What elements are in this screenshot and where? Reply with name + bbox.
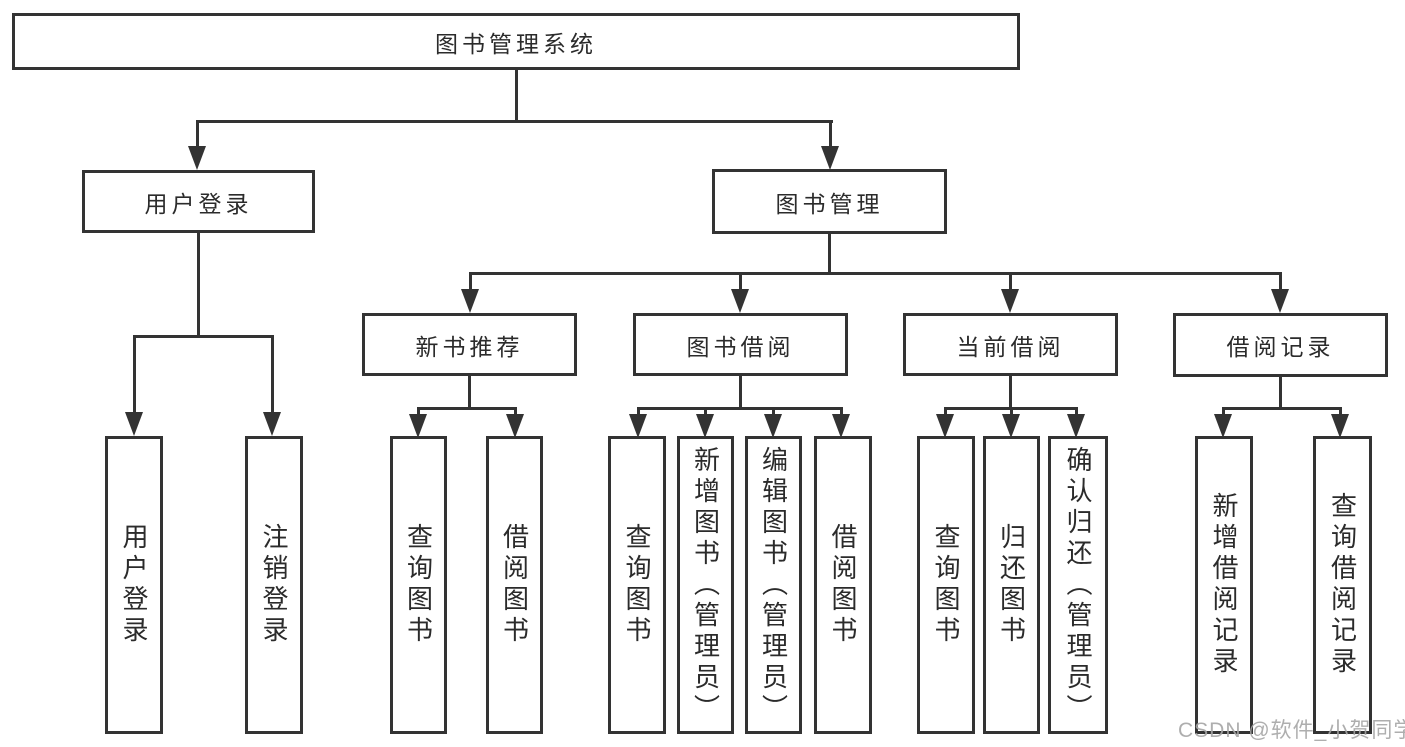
node-current-borrowing: 当前借阅 bbox=[903, 313, 1118, 376]
connector-records-stem bbox=[1279, 377, 1282, 410]
connector-root-branch bbox=[196, 120, 833, 123]
connector-l3-stem bbox=[739, 272, 742, 292]
leaf-add-books-admin: 新增图书（管理员） bbox=[677, 436, 734, 734]
arrowhead-icon bbox=[506, 414, 524, 438]
leaf-label: 查询图书 bbox=[622, 523, 652, 647]
leaf-search-borrow-record: 查询借阅记录 bbox=[1313, 436, 1372, 734]
leaf-add-borrow-record: 新增借阅记录 bbox=[1195, 436, 1253, 734]
arrowhead-icon bbox=[263, 412, 281, 436]
connector-mgmt-branch bbox=[469, 272, 1282, 275]
connector-borrow-stem bbox=[739, 376, 742, 410]
connector-leaf-stem bbox=[1339, 407, 1342, 416]
connector-login-stem bbox=[197, 233, 200, 338]
arrowhead-icon bbox=[188, 146, 206, 170]
leaf-label: 注销登录 bbox=[259, 523, 289, 647]
connector-borrow-branch bbox=[637, 407, 842, 410]
arrowhead-icon bbox=[629, 414, 647, 438]
leaf-search-books-recommend: 查询图书 bbox=[390, 436, 447, 734]
leaf-label: 借阅图书 bbox=[828, 523, 858, 647]
connector-root-stem bbox=[515, 70, 518, 120]
connector-leaf-stem bbox=[417, 407, 420, 416]
arrowhead-icon bbox=[125, 412, 143, 436]
connector-login-branch bbox=[133, 335, 274, 338]
leaf-label: 用户登录 bbox=[119, 523, 149, 647]
leaf-label: 归还图书 bbox=[996, 523, 1027, 647]
leaf-edit-books-admin: 编辑图书（管理员） bbox=[745, 436, 802, 734]
connector-recommend-branch bbox=[417, 407, 517, 410]
node-borrowing-records: 借阅记录 bbox=[1173, 313, 1388, 377]
connector-leaf-stem bbox=[1075, 407, 1078, 416]
connector-mgmt-stem bbox=[828, 234, 831, 274]
connector-leaf-stem bbox=[133, 335, 136, 414]
node-label: 图书管理 bbox=[775, 190, 884, 217]
leaf-return-books: 归还图书 bbox=[983, 436, 1040, 734]
connector-leaf-stem bbox=[840, 407, 843, 416]
arrowhead-icon bbox=[832, 414, 850, 438]
leaf-label: 确认归还（管理员） bbox=[1063, 445, 1093, 725]
node-label: 用户登录 bbox=[144, 190, 253, 217]
arrowhead-icon bbox=[409, 414, 427, 438]
connector-leaf-stem bbox=[514, 407, 517, 416]
node-book-borrowing: 图书借阅 bbox=[633, 313, 848, 376]
arrowhead-icon bbox=[764, 414, 782, 438]
leaf-label: 查询借阅记录 bbox=[1327, 492, 1358, 678]
leaf-label: 查询图书 bbox=[931, 523, 961, 647]
connector-leaf-stem bbox=[704, 407, 707, 416]
arrowhead-icon bbox=[1067, 414, 1085, 438]
leaf-user-login: 用户登录 bbox=[105, 436, 163, 734]
connector-book-mgmt-stem bbox=[829, 120, 832, 150]
leaf-label: 新增图书（管理员） bbox=[690, 445, 721, 725]
node-label: 当前借阅 bbox=[956, 333, 1065, 360]
node-new-book-recommendation: 新书推荐 bbox=[362, 313, 577, 376]
connector-l3-stem bbox=[1009, 272, 1012, 292]
connector-recommend-stem bbox=[468, 376, 471, 410]
node-library-management-system: 图书管理系统 bbox=[12, 13, 1020, 70]
leaf-borrow-books: 借阅图书 bbox=[814, 436, 872, 734]
connector-l3-stem bbox=[469, 272, 472, 292]
connector-l3-stem bbox=[1279, 272, 1282, 292]
arrowhead-icon bbox=[1002, 414, 1020, 438]
node-user-login: 用户登录 bbox=[82, 170, 315, 233]
node-label: 图书管理系统 bbox=[435, 30, 597, 57]
connector-leaf-stem bbox=[271, 335, 274, 414]
arrowhead-icon bbox=[1271, 289, 1289, 313]
arrowhead-icon bbox=[1214, 414, 1232, 438]
arrowhead-icon bbox=[1001, 289, 1019, 313]
leaf-label: 查询图书 bbox=[403, 523, 434, 647]
node-book-management: 图书管理 bbox=[712, 169, 947, 234]
leaf-label: 借阅图书 bbox=[499, 523, 530, 647]
leaf-confirm-return-admin: 确认归还（管理员） bbox=[1048, 436, 1108, 734]
arrowhead-icon bbox=[1331, 414, 1349, 438]
connector-leaf-stem bbox=[637, 407, 640, 416]
arrowhead-icon bbox=[821, 146, 839, 170]
csdn-watermark: CSDN @软件_小贺同学 bbox=[1178, 719, 1405, 742]
leaf-logout: 注销登录 bbox=[245, 436, 303, 734]
connector-current-stem bbox=[1009, 376, 1012, 410]
leaf-label: 编辑图书（管理员） bbox=[758, 445, 789, 725]
node-label: 图书借阅 bbox=[686, 333, 795, 360]
leaf-borrow-books-recommend: 借阅图书 bbox=[486, 436, 543, 734]
leaf-search-books-borrowing: 查询图书 bbox=[608, 436, 666, 734]
node-label: 新书推荐 bbox=[415, 333, 524, 360]
arrowhead-icon bbox=[461, 289, 479, 313]
connector-user-login-stem bbox=[196, 120, 199, 150]
connector-records-branch bbox=[1222, 407, 1342, 410]
connector-leaf-stem bbox=[772, 407, 775, 416]
leaf-search-books-current: 查询图书 bbox=[917, 436, 975, 734]
leaf-label: 新增借阅记录 bbox=[1209, 492, 1239, 678]
connector-leaf-stem bbox=[1222, 407, 1225, 416]
arrowhead-icon bbox=[731, 289, 749, 313]
connector-leaf-stem bbox=[944, 407, 947, 416]
arrowhead-icon bbox=[696, 414, 714, 438]
arrowhead-icon bbox=[936, 414, 954, 438]
connector-leaf-stem bbox=[1010, 407, 1013, 416]
node-label: 借阅记录 bbox=[1226, 334, 1335, 360]
